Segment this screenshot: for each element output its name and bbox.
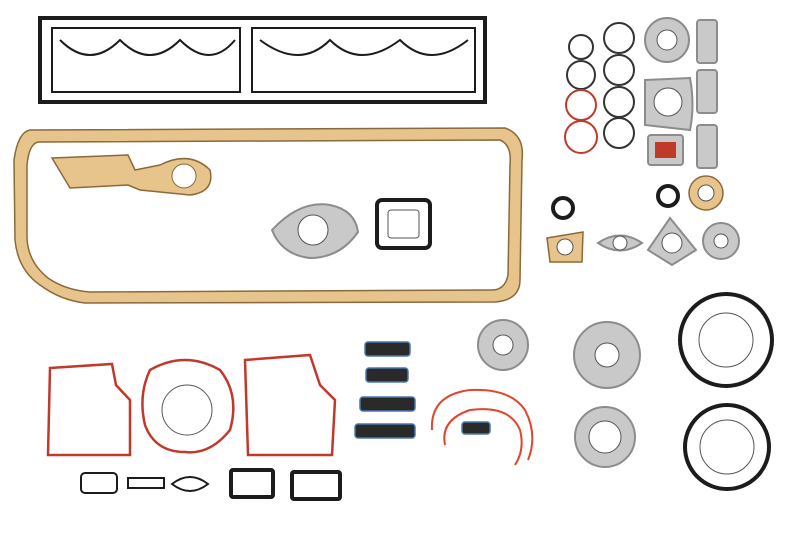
hub-seal <box>477 319 529 371</box>
front-cover-seal <box>644 17 690 63</box>
metal-seal-ring <box>702 222 740 260</box>
timing-cover-gasket <box>243 353 337 457</box>
oil-cooler-gasket <box>46 362 132 457</box>
crankshaft-rear-seal <box>678 292 774 388</box>
pump-flange-gasket <box>646 216 698 267</box>
cover-gasket-round <box>141 358 235 454</box>
housing-gasket <box>644 76 694 132</box>
small-paper-gaskets <box>80 468 342 501</box>
rectangular-gaskets <box>696 19 718 169</box>
water-pump-gasket <box>50 154 212 196</box>
injector-seal <box>688 175 724 211</box>
oil-pan-gasket <box>13 127 524 304</box>
triangular-flange-gasket <box>546 231 584 263</box>
square-gasket <box>375 198 432 250</box>
rear-cover-gasket <box>683 403 771 491</box>
cord-seal <box>430 388 534 466</box>
thermostat-gasket <box>647 134 684 166</box>
crankshaft-front-seal <box>573 321 641 389</box>
flywheel-housing-gasket <box>574 406 636 468</box>
small-seal-2 <box>656 184 680 208</box>
valve-cover-gasket <box>38 16 487 104</box>
small-seal-1 <box>551 196 575 220</box>
screw-set <box>354 341 491 439</box>
oval-flange-gasket <box>596 234 644 252</box>
exhaust-flange-gasket <box>270 203 360 260</box>
o-ring-set <box>564 22 635 154</box>
